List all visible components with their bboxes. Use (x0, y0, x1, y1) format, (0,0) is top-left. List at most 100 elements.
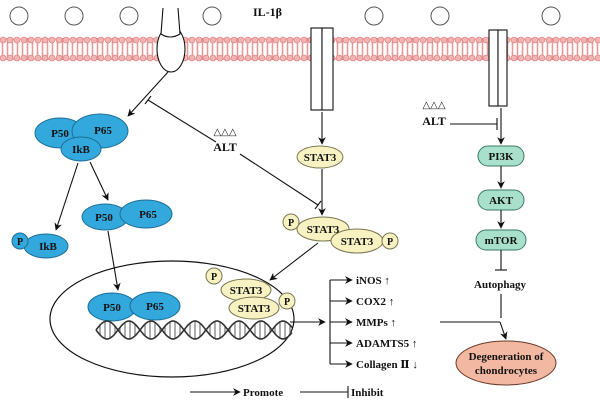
membrane-head (69, 54, 77, 62)
mtor-label: mTOR (485, 235, 519, 247)
cyto-p50-label: P50 (95, 212, 113, 224)
stat3-dimer-a-label: STAT3 (307, 224, 340, 236)
membrane-head (475, 36, 483, 44)
nucleus (49, 260, 295, 378)
membrane-head (90, 36, 98, 44)
receptor-left (156, 7, 186, 73)
nuc-p50-label: P50 (103, 302, 121, 314)
arrow-targets-to-outcome (499, 321, 508, 340)
akt-label: AKT (489, 195, 514, 207)
membrane-head (552, 54, 560, 62)
ligand-circle (541, 6, 561, 26)
arrow-nfkb-to-phospho-ikb (54, 162, 79, 231)
outcome-line1: Degeneration of (469, 351, 544, 363)
ligand-circle (9, 6, 29, 26)
legend-inhibit-label: Inhibit (351, 387, 384, 399)
membrane-head (447, 54, 455, 62)
membrane-head (552, 36, 560, 44)
phospho-p-label: P (17, 237, 23, 248)
membrane-head (573, 54, 581, 62)
membrane-head (384, 54, 392, 62)
membrane-head (244, 54, 252, 62)
membrane-head (118, 54, 126, 62)
membrane-head (377, 54, 385, 62)
target-gene-label: iNOS ↑ (356, 275, 390, 287)
nuc-p65-label: P65 (146, 301, 164, 313)
membrane-head (111, 36, 119, 44)
stat3-nucleus-a-label: STAT3 (230, 285, 263, 297)
membrane-head (132, 36, 140, 44)
membrane-head (139, 54, 147, 62)
membrane-head (419, 54, 427, 62)
membrane-head (335, 54, 343, 62)
membrane-head (34, 36, 42, 44)
stat3-dimer-p2-label: P (387, 237, 393, 248)
ligand-circle (119, 6, 139, 26)
stat3-nucleus-p1-label: P (211, 272, 217, 283)
arrow-dimer-to-nucleus (269, 242, 319, 281)
membrane-head (370, 54, 378, 62)
membrane-head (559, 36, 567, 44)
membrane-head (132, 54, 140, 62)
membrane-head (13, 54, 21, 62)
membrane-head (335, 36, 343, 44)
membrane-head (363, 36, 371, 44)
dna-strand-a (95, 320, 293, 340)
membrane-head (342, 54, 350, 62)
membrane-head (594, 36, 600, 44)
membrane-head (202, 36, 210, 44)
cyto-p65-label: P65 (139, 209, 157, 221)
target-gene-list: iNOS ↑COX2 ↑MMPs ↑ADAMTS5 ↑Collagen Ⅱ ↓ (330, 275, 418, 371)
membrane-head (349, 36, 357, 44)
membrane-head (440, 36, 448, 44)
membrane-head (468, 36, 476, 44)
membrane-head (426, 36, 434, 44)
inhibit-alt-to-stat3 (239, 153, 319, 206)
membrane-head (139, 36, 147, 44)
akt-node: AKT (477, 189, 525, 211)
membrane-head (55, 36, 63, 44)
membrane-head (90, 54, 98, 62)
stat3-nucleus-b-label: STAT3 (238, 303, 271, 315)
membrane-head (370, 36, 378, 44)
membrane-head (342, 36, 350, 44)
membrane-head (391, 36, 399, 44)
mtor-node: mTOR (475, 229, 527, 251)
receptor-middle (310, 27, 334, 111)
ligand-label: IL-1β (253, 5, 282, 19)
membrane-head (0, 36, 7, 44)
membrane-head (573, 36, 581, 44)
membrane-head (482, 54, 490, 62)
membrane-head (76, 36, 84, 44)
membrane-head (405, 36, 413, 44)
membrane-head (223, 36, 231, 44)
membrane-head (83, 54, 91, 62)
outcome-line2: chondrocytes (475, 365, 538, 377)
membrane-head (27, 36, 35, 44)
membrane-head (412, 54, 420, 62)
membrane-head (209, 36, 217, 44)
membrane-head (356, 54, 364, 62)
membrane-head (230, 36, 238, 44)
membrane-head (146, 36, 154, 44)
membrane-head (104, 54, 112, 62)
membrane-head (76, 54, 84, 62)
membrane-head (146, 54, 154, 62)
membrane-head (251, 36, 259, 44)
stat3-nucleus-p2-label: P (284, 297, 290, 308)
stat3-single-label: STAT3 (304, 152, 337, 164)
alt-drug-left: △△△ ALT (213, 127, 237, 154)
nfkb-ikb-label: IkB (72, 144, 90, 156)
membrane-head (195, 36, 203, 44)
membrane-head (27, 54, 35, 62)
membrane-head (300, 36, 308, 44)
membrane-head (524, 36, 532, 44)
receptor-right (488, 29, 508, 107)
membrane-head (251, 54, 259, 62)
ligand-circle (430, 6, 450, 26)
inhibit-bar-receptor (144, 95, 152, 105)
membrane-head (286, 36, 294, 44)
membrane-head (391, 54, 399, 62)
membrane-head (279, 54, 287, 62)
